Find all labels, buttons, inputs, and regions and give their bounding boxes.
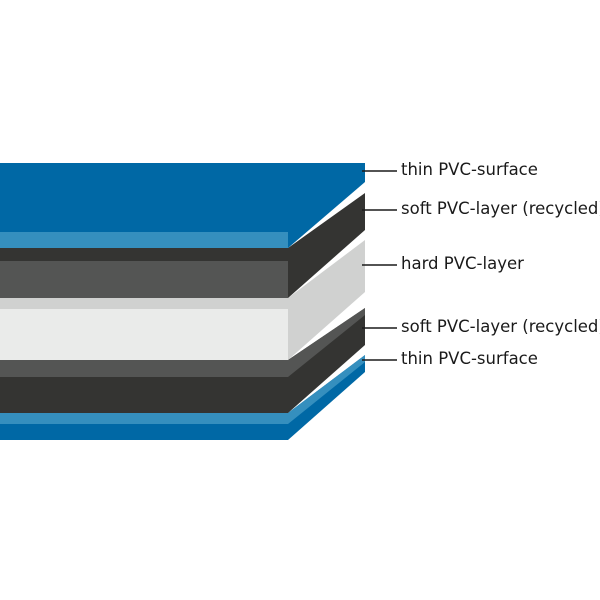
label-hard-layer: hard PVC-layer <box>401 254 524 273</box>
bottom-thin-pvc-surface <box>0 355 365 440</box>
label-bottom-thin-surface: thin PVC-surface <box>401 349 538 368</box>
bottom-soft-pvc-layer <box>0 308 365 413</box>
label-bottom-soft-layer: soft PVC-layer (recycled) <box>401 317 600 336</box>
top-thin-pvc-surface <box>0 163 365 248</box>
label-top-soft-layer: soft PVC-layer (recycled) <box>401 199 600 218</box>
label-top-thin-surface: thin PVC-surface <box>401 160 538 179</box>
top-soft-pvc-layer <box>0 193 365 298</box>
hard-pvc-layer <box>0 240 365 360</box>
